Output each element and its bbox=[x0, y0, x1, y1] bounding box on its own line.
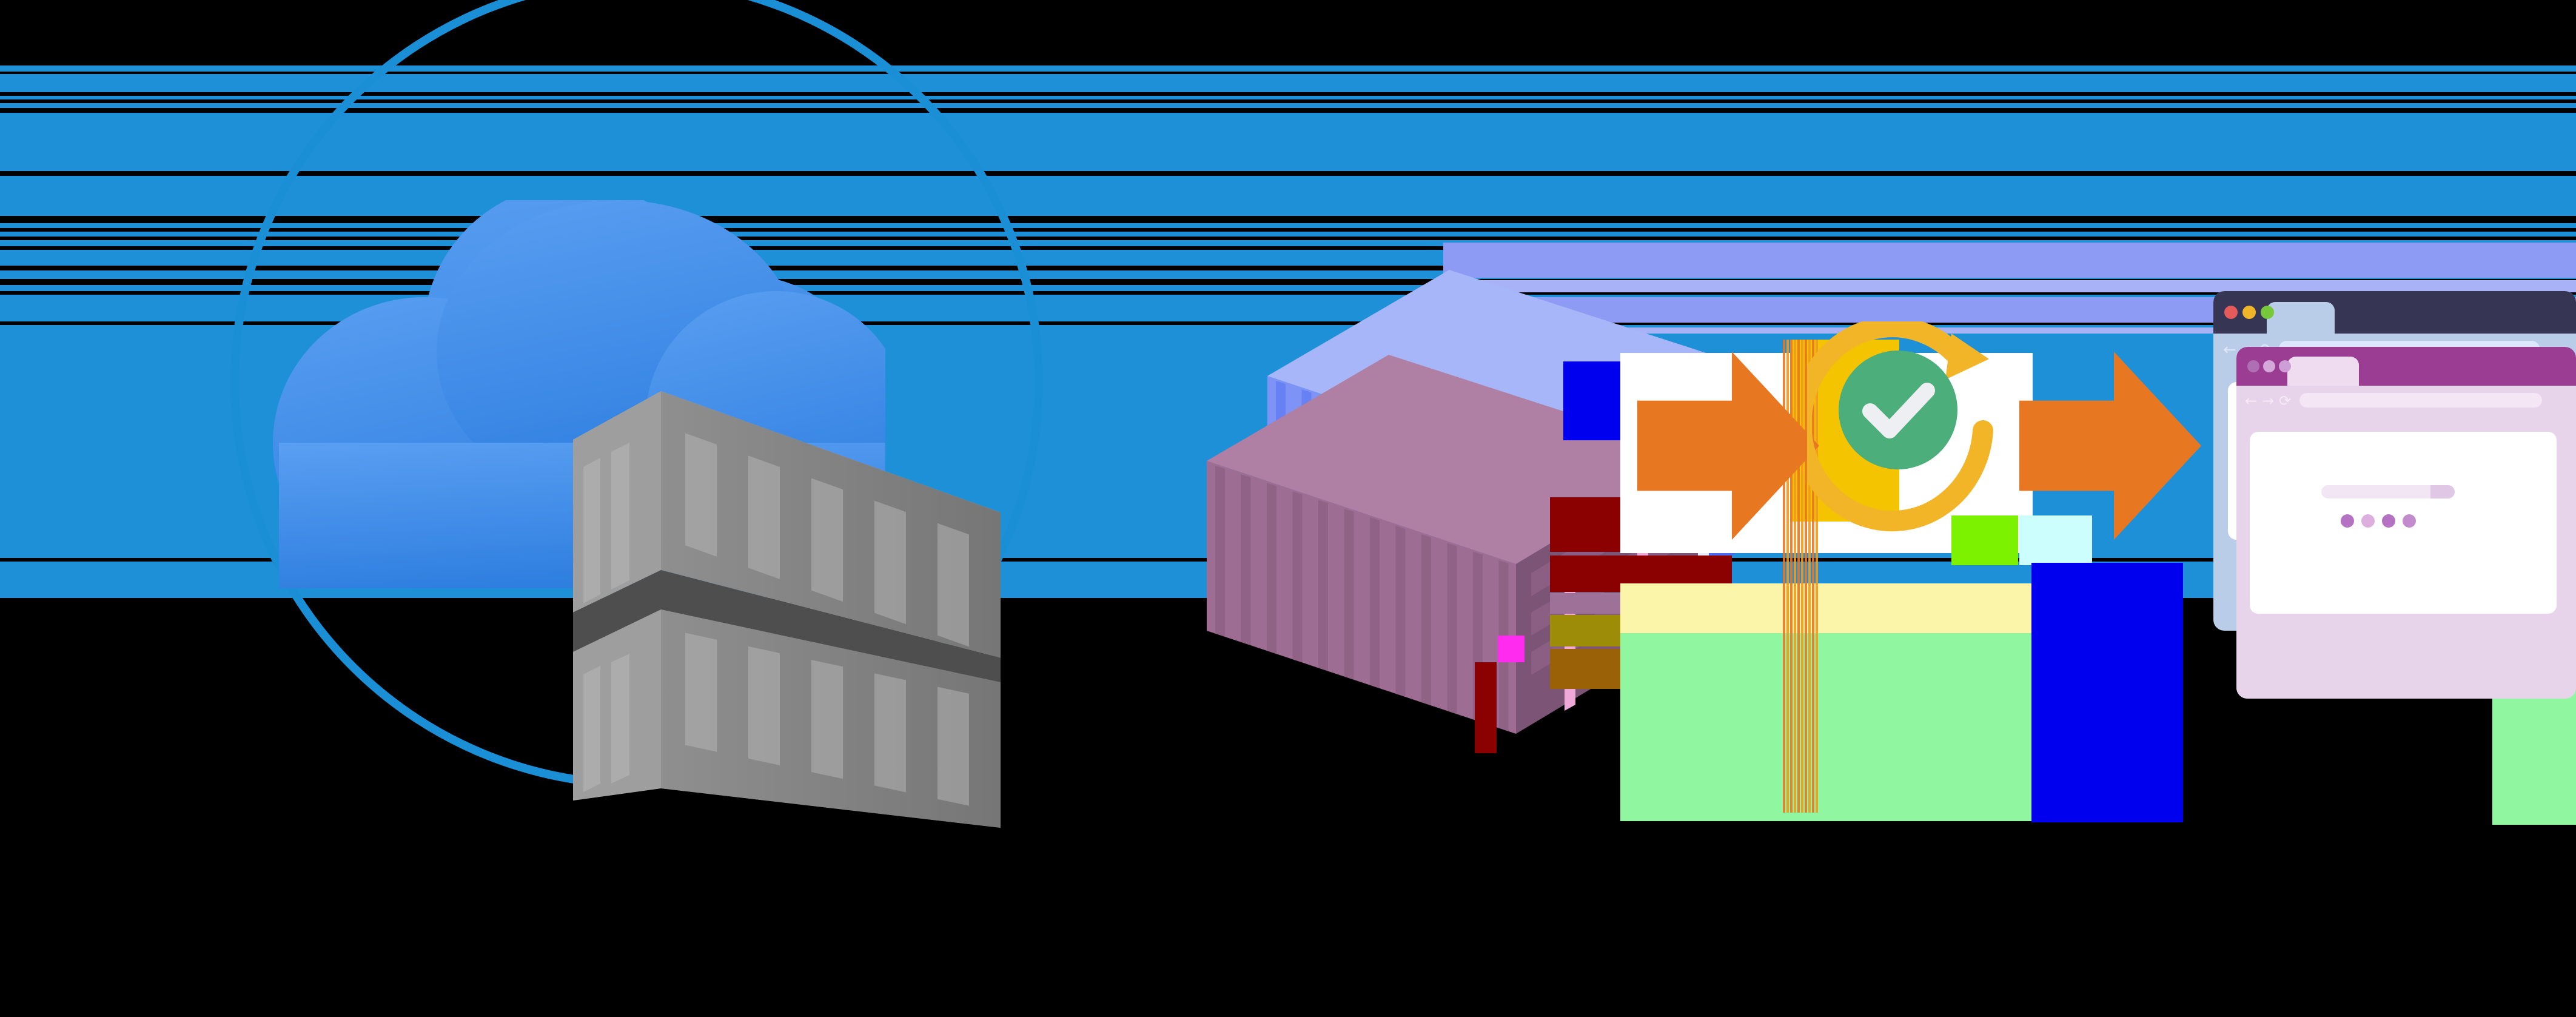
glitch-magenta-sm bbox=[1498, 636, 1524, 662]
glitch-cyan bbox=[2019, 515, 2092, 565]
scanline-band bbox=[0, 285, 2576, 291]
progress-bar bbox=[2321, 485, 2455, 498]
glitch-smear-column bbox=[1812, 340, 1814, 813]
reload-icon[interactable]: ⟳ bbox=[2279, 392, 2292, 409]
page-dot-2 bbox=[2361, 514, 2375, 528]
refresh-arc-glyph bbox=[1807, 321, 1993, 532]
glitch-smear-column bbox=[1797, 340, 1800, 813]
datacenter-server-stack bbox=[564, 376, 1001, 828]
maximize-dot-icon[interactable] bbox=[2279, 360, 2291, 372]
glitch-smear-column bbox=[1801, 340, 1803, 813]
glitch-smear-column bbox=[1794, 340, 1796, 813]
scanline-band bbox=[0, 65, 2576, 72]
back-arrow-icon[interactable]: ← bbox=[2245, 392, 2258, 409]
page-dot-3 bbox=[2382, 514, 2395, 528]
scanline-band bbox=[0, 232, 2576, 237]
progress-bar-fill bbox=[2430, 485, 2455, 498]
glitch-red-bar bbox=[1475, 662, 1497, 753]
server-stack-glyph bbox=[573, 391, 1001, 828]
scanline-band bbox=[0, 96, 2576, 99]
glitch-smear-column bbox=[1808, 340, 1811, 813]
browser-back-tab[interactable] bbox=[2267, 302, 2335, 334]
minimize-dot-icon[interactable] bbox=[2242, 306, 2256, 319]
arrow-release-icon bbox=[2019, 352, 2201, 540]
refresh-arc-icon bbox=[1807, 321, 2001, 540]
scanline-band bbox=[1443, 327, 2576, 334]
glitch-blue-right bbox=[2031, 563, 2183, 822]
glitch-smear-column bbox=[1786, 340, 1789, 813]
glitch-paleyellow bbox=[1620, 583, 2033, 633]
page-dot-1 bbox=[2341, 514, 2354, 528]
glitch-smear-column bbox=[1783, 340, 1785, 813]
browser-front-tab[interactable] bbox=[2287, 357, 2359, 386]
address-bar[interactable] bbox=[2299, 393, 2542, 408]
glitch-smear-column bbox=[1816, 340, 1818, 813]
minimize-dot-icon[interactable] bbox=[2263, 360, 2275, 372]
scanline-band bbox=[1443, 280, 2576, 292]
back-arrow-icon[interactable]: ← bbox=[2223, 340, 2236, 359]
arrow-deploy-icon bbox=[1637, 352, 1819, 540]
glitch-smear-column bbox=[1790, 340, 1793, 813]
glitch-smear-column bbox=[1805, 340, 1807, 813]
check-badge-icon bbox=[1839, 351, 1957, 469]
glitch-lime bbox=[1951, 515, 2018, 565]
scanline-band bbox=[0, 103, 2576, 108]
arrow-deploy-glyph bbox=[1637, 352, 1819, 540]
forward-arrow-icon[interactable]: → bbox=[2262, 392, 2275, 409]
close-dot-icon[interactable] bbox=[2247, 360, 2259, 372]
browser-front-viewport bbox=[2250, 432, 2557, 614]
close-dot-icon[interactable] bbox=[2224, 306, 2238, 319]
scanline-band bbox=[0, 223, 2576, 228]
maximize-dot-icon[interactable] bbox=[2261, 306, 2274, 319]
scanline-band bbox=[0, 240, 2576, 246]
check-mark-icon bbox=[1862, 383, 1935, 438]
page-dot-4 bbox=[2403, 514, 2416, 528]
scanline-band bbox=[1443, 243, 2576, 278]
arrow-release-glyph bbox=[2019, 352, 2201, 540]
glitch-palegreen bbox=[1620, 633, 2033, 821]
browser-window-front[interactable]: ← → ⟳ bbox=[2236, 347, 2576, 699]
browser-front-footer bbox=[2236, 626, 2576, 699]
